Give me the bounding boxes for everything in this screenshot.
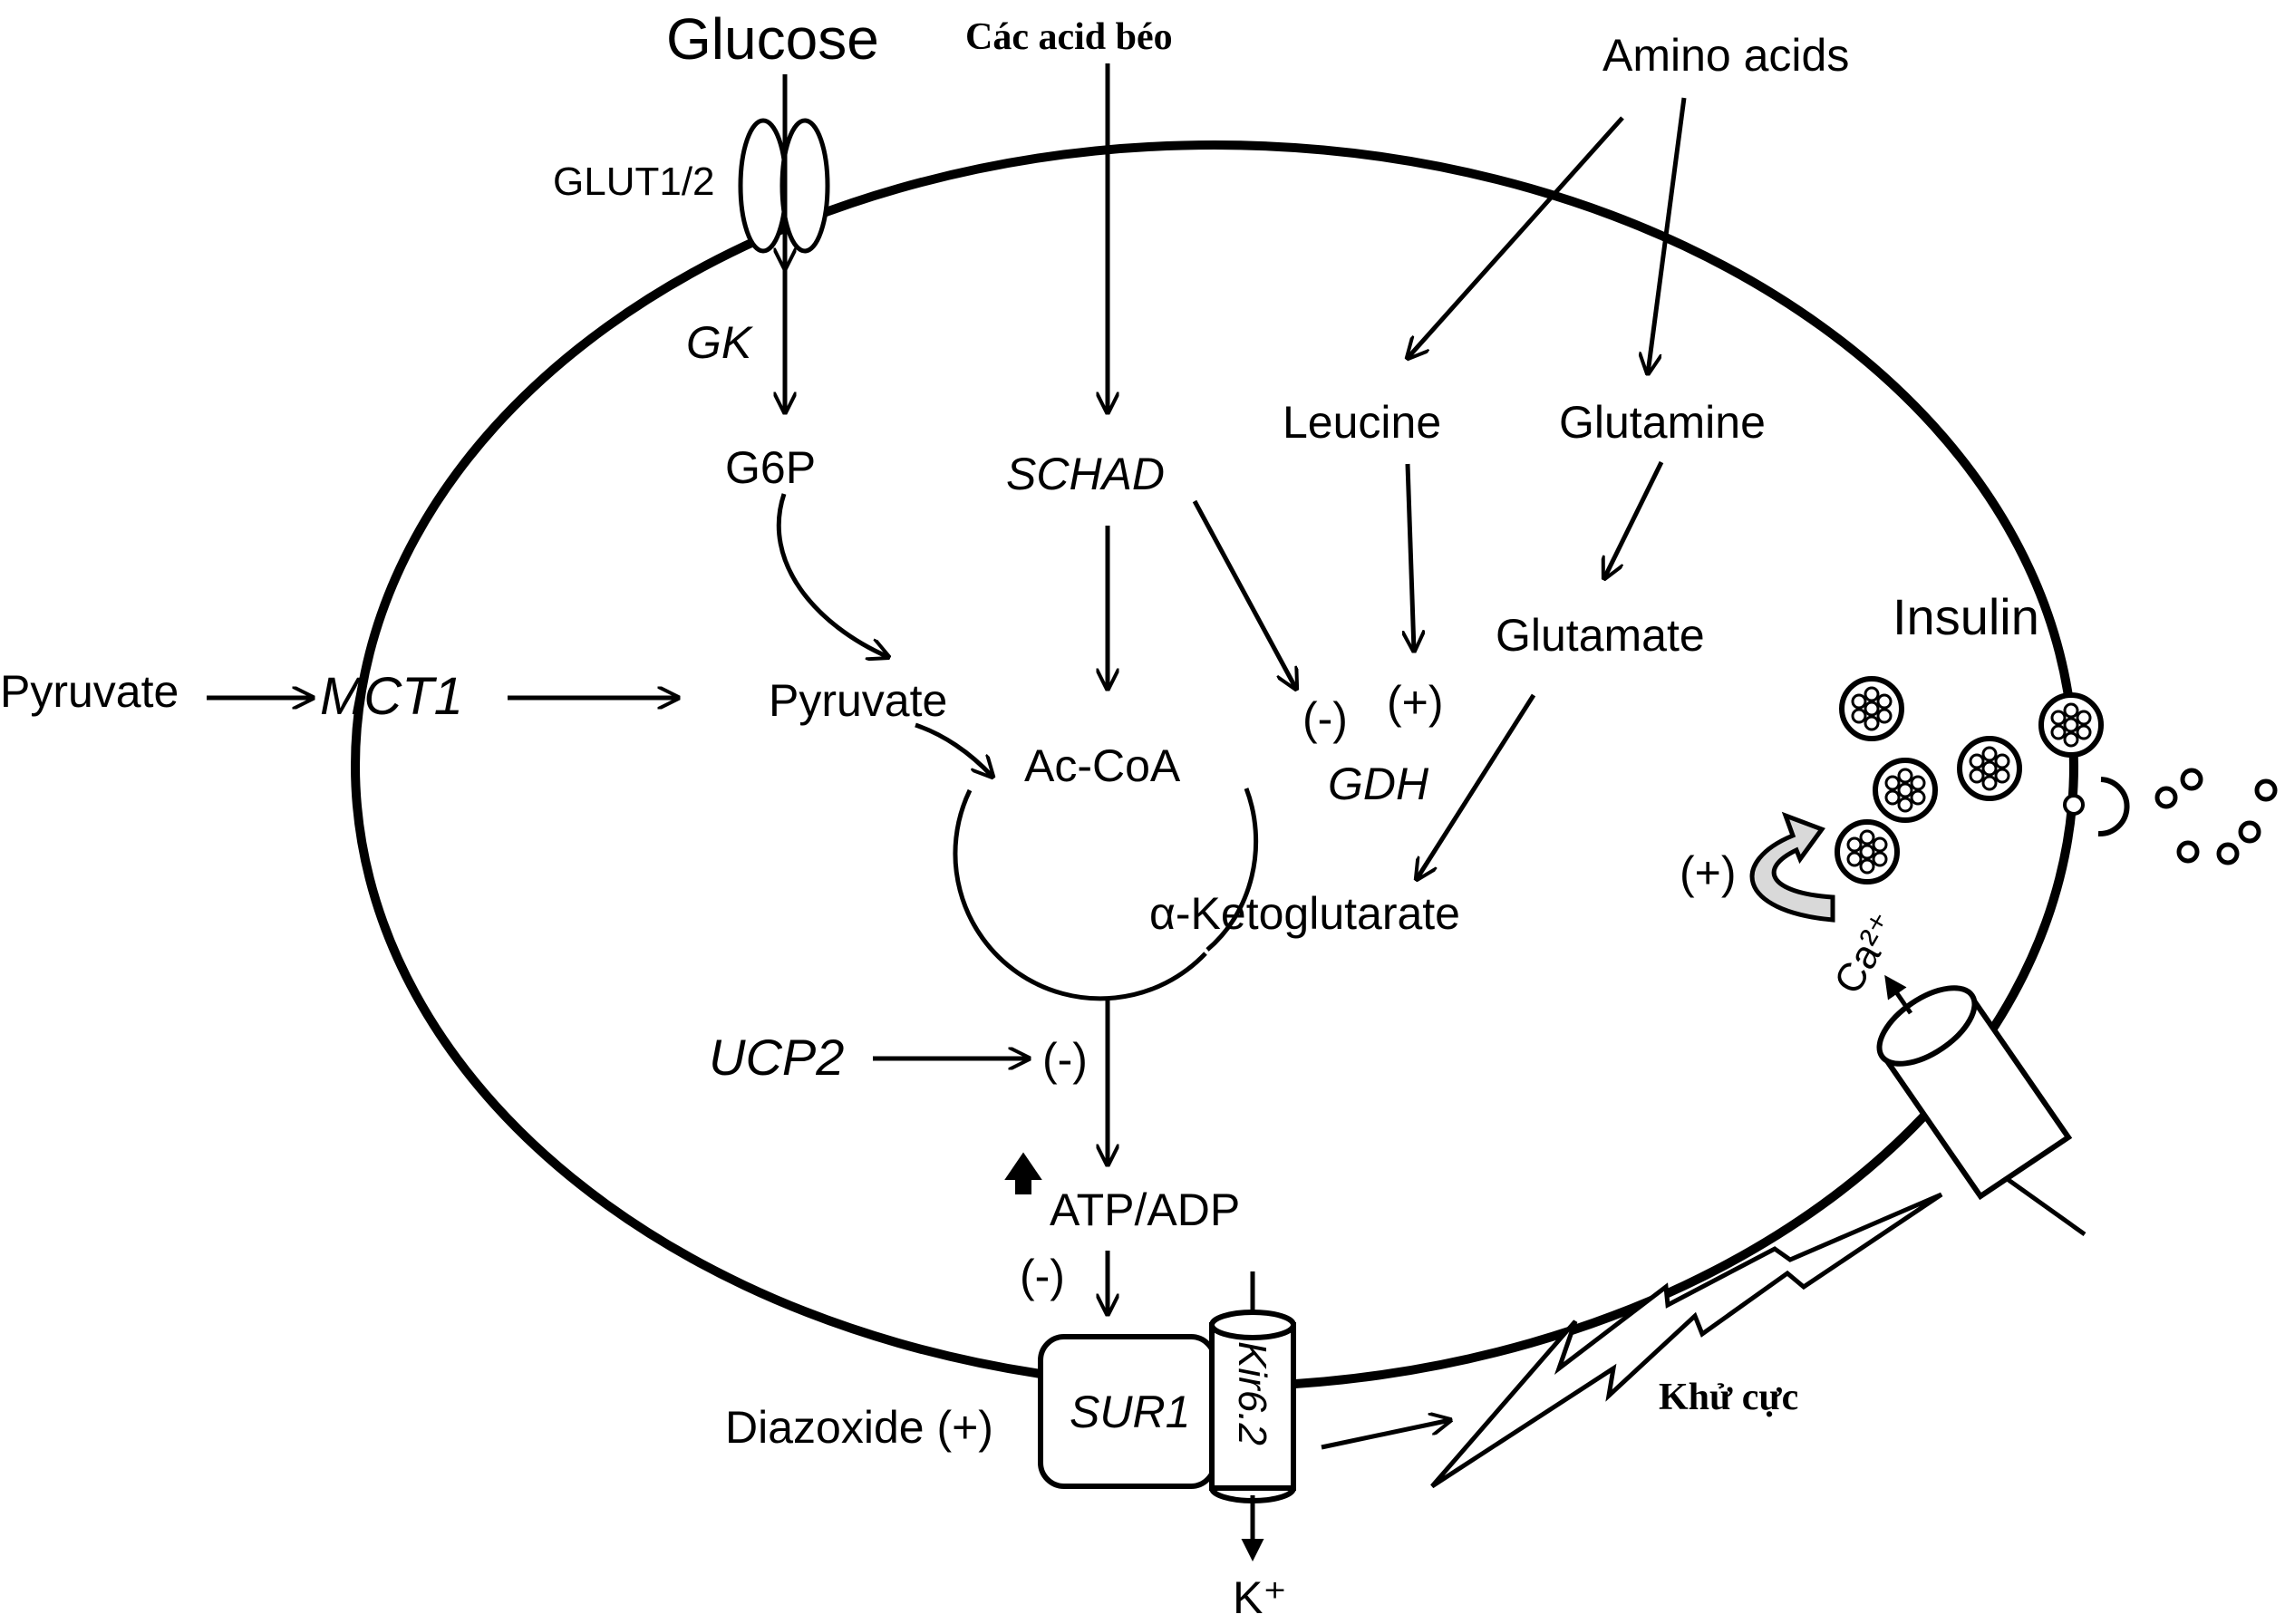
sur1-label: SUR1: [1070, 1387, 1190, 1437]
gdh-activate-label: (+): [1387, 677, 1444, 728]
glut-label: GLUT1/2: [553, 160, 715, 204]
glutamine-to-glutamate-arrow: [1604, 460, 1664, 578]
amino-to-glutamine-arrow: [1648, 97, 1687, 373]
k-ion-label: K⁺: [1233, 1572, 1287, 1623]
ucp2-inhibit-label: (-): [1042, 1034, 1088, 1085]
glutamate-to-akg-arrow: [1417, 693, 1536, 879]
insulin-label: Insulin: [1893, 588, 2039, 645]
amino-acids-label: Amino acids: [1602, 30, 1849, 81]
atp-inhibit-label: (-): [1020, 1251, 1065, 1301]
accoa-label: Ac-CoA: [1024, 740, 1181, 791]
kir62-cylinder: [1209, 1310, 1296, 1503]
leucine-to-gdh-arrow: [1408, 463, 1414, 651]
insulin-granule: [1873, 758, 1938, 823]
tca-cycle-arc-left: [953, 788, 1207, 1001]
calcium-plus-label: (+): [1680, 847, 1737, 898]
akg-label: α-Ketoglutarate: [1149, 888, 1460, 939]
insulin-granule: [1835, 819, 1900, 884]
depolarization-bolt: [1430, 1192, 1943, 1489]
pyruvate-outside-label: Pyruvate: [0, 666, 179, 717]
amino-to-leucine-arrow: [1408, 116, 1624, 358]
insulin-granule: [2038, 692, 2104, 758]
leucine-label: Leucine: [1283, 397, 1441, 448]
tca-cycle-arc: [1205, 788, 1259, 952]
mct1-label: MCT1: [320, 667, 463, 726]
schad-label: SCHAD: [1006, 449, 1165, 499]
insulin-granule: [1839, 676, 1904, 741]
calcium-curved-arrow: [1749, 811, 1835, 923]
pyruvate-to-accoa-arrow: [915, 722, 992, 777]
glutamine-label: Glutamine: [1559, 397, 1766, 448]
ucp2-label: UCP2: [709, 1029, 844, 1086]
gdh-label: GDH: [1328, 759, 1429, 809]
depolarization-label: Khử cực: [1659, 1377, 1798, 1418]
calcium-influx-arrow: [1884, 974, 1913, 1015]
glucose-label: Glucose: [666, 6, 879, 72]
gk-label: GK: [686, 317, 754, 368]
kir62-label: Kir6.2: [1230, 1341, 1274, 1445]
glutamate-label: Glutamate: [1496, 610, 1705, 661]
diazoxide-label: Diazoxide (+): [725, 1402, 993, 1453]
exocytosis-granule: [2063, 777, 2130, 837]
atp-adp-label: ATP/ADP: [1050, 1184, 1240, 1235]
released-insulin: [2154, 768, 2278, 865]
g6p-label: G6P: [725, 442, 816, 493]
pyruvate-inside-label: Pyruvate: [769, 675, 947, 726]
atp-up-arrow-icon: [1004, 1152, 1042, 1194]
fatty-acids-label: Các acid béo: [965, 16, 1173, 58]
schad-to-gdh-arrow: [1192, 499, 1296, 689]
calcium-channel: [1876, 985, 2087, 1237]
g6p-to-pyruvate-arrow: [776, 493, 888, 657]
insulin-granule: [1957, 736, 2022, 801]
kir62-to-depolarization-arrow: [1321, 1420, 1450, 1450]
glut-transporter: [738, 118, 830, 254]
gdh-inhibit-label: (-): [1302, 693, 1348, 744]
